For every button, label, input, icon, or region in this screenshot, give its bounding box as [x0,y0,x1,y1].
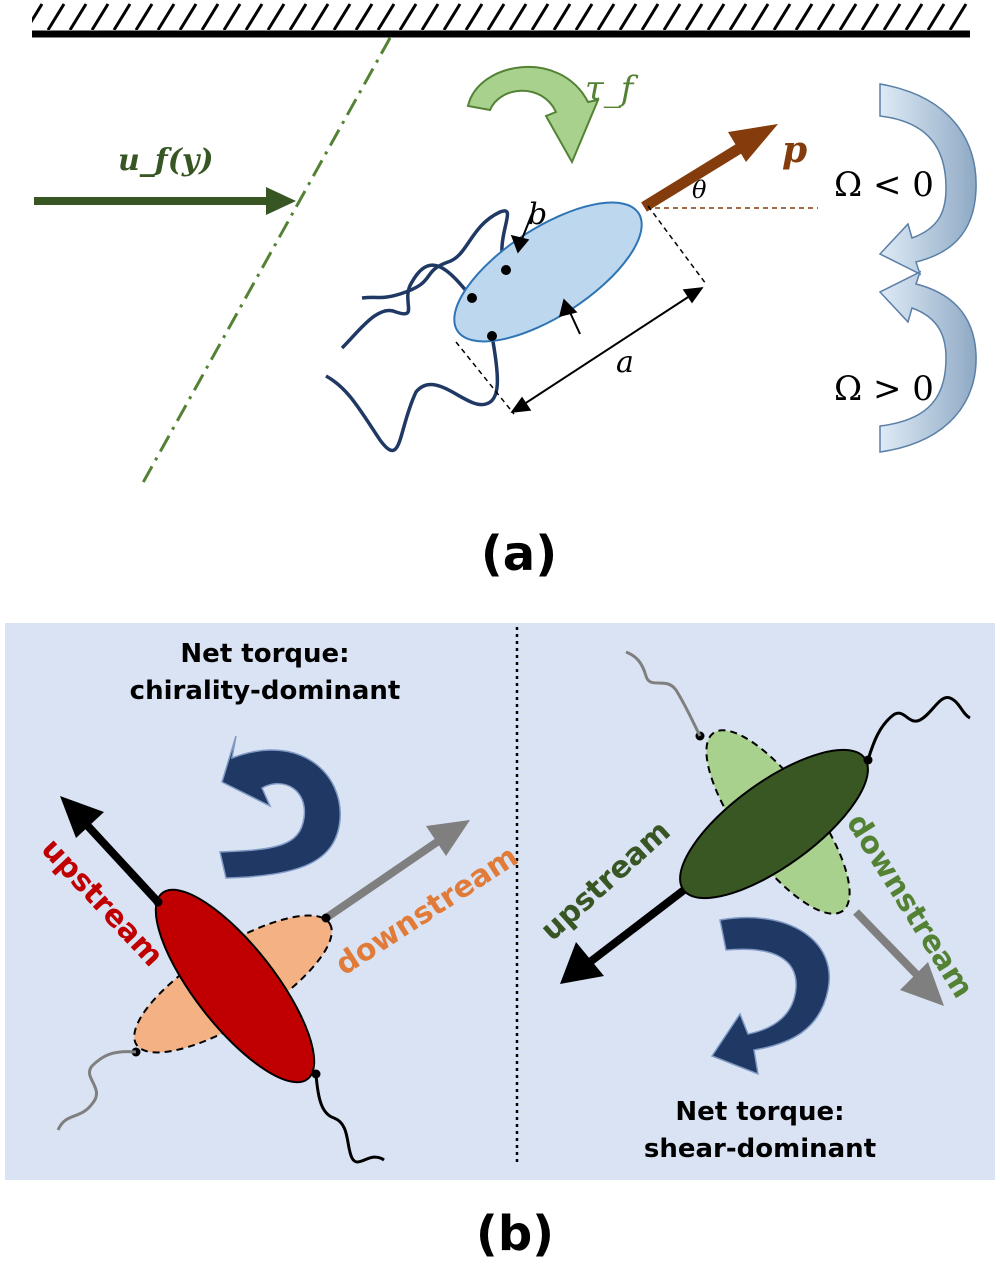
cell-body [453,201,643,343]
angle-label: θ [692,176,707,204]
upstream-arrowhead-right [560,942,604,984]
upstream-arrowhead-left [60,796,104,838]
omega-negative-label: Ω < 0 [834,165,934,205]
panel-a: u_f(y) τ_f p θ [32,0,977,489]
downstream-arrowhead-right [900,962,944,1006]
velocity-profile-line [138,37,392,489]
upstream-arrow-right [587,886,687,966]
anchor-dot [321,913,331,923]
orientation-arrow [641,124,778,212]
downstream-arrowhead-left [426,820,470,856]
omega-positive-label: Ω > 0 [834,369,934,409]
torque-label: τ_f [585,69,639,109]
anchor-dot [153,897,163,907]
cell-body-left [154,888,316,1084]
rotation-arrow-positive [878,270,977,453]
flagella [325,209,510,453]
flagellum-gray-left [56,1050,137,1131]
flow-label: u_f(y) [118,143,214,178]
flagellum-gray-right [625,650,702,737]
caption-a: (a) [481,526,557,582]
flagellum-black-left [314,1073,385,1164]
minor-axis-label: b [528,197,547,232]
dimension-lines [455,205,707,415]
net-torque-arrow-right [710,916,831,1076]
panel-b: Net torque: chirality-dominant upstream … [5,623,995,1180]
major-axis-label: a [616,345,634,380]
rotation-arrow-negative [878,83,977,276]
flagellum-anchor [487,331,497,341]
left-title-line1: Net torque: [180,639,349,669]
orientation-label: p [782,129,807,171]
right-title-line2: shear-dominant [644,1134,876,1164]
caption-b: (b) [476,1206,554,1262]
wall [32,0,970,38]
flagellum-anchor [467,293,477,303]
net-torque-arrow-left [219,735,341,879]
flagellum-black-right [866,696,971,761]
upstream-arrow-left [83,821,161,905]
downstream-arrow-right [853,909,923,981]
downstream-arrow-left [323,836,443,922]
flow-arrow [34,187,296,215]
right-title-line1: Net torque: [675,1097,844,1127]
flagellum-anchor [501,265,511,275]
fluid-torque-arrow [466,66,600,165]
left-title-line2: chirality-dominant [130,676,401,706]
